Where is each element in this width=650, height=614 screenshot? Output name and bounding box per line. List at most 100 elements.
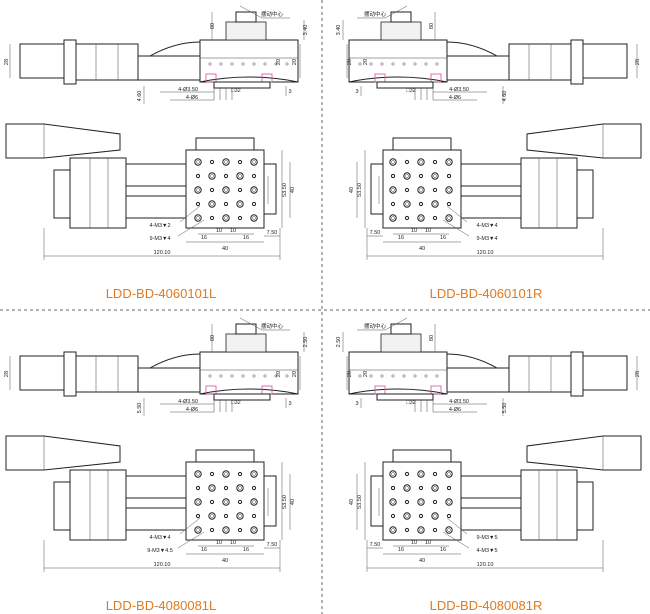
m3-hole <box>417 214 425 222</box>
housing-curve <box>149 353 201 369</box>
stage-hole <box>285 62 289 66</box>
motor-handle <box>526 435 642 471</box>
m3-hole-inner <box>433 202 437 206</box>
m3-hole-inner <box>391 216 395 220</box>
pin-hole <box>404 499 410 505</box>
dim-20-label: 20 <box>347 371 353 377</box>
m3-hole-inner <box>196 472 200 476</box>
pin-hole <box>195 513 201 519</box>
motor-cap <box>582 355 628 391</box>
dim-16a-label: 16 <box>440 235 446 241</box>
leader-m3-b <box>177 219 205 237</box>
m3-hole-inner <box>391 472 395 476</box>
dim-10a-label: 10 <box>425 228 431 234</box>
m3-hole-inner <box>433 514 437 518</box>
stage-foot <box>376 81 434 89</box>
leader-m3-b <box>177 531 205 549</box>
m3-hole-inner <box>447 160 451 164</box>
dim-40v-label: 40 <box>349 187 355 193</box>
dim-5350-label: 53.50 <box>357 183 363 197</box>
stage-block <box>199 39 299 83</box>
m3-hole <box>250 526 258 534</box>
stage-hole <box>424 62 428 66</box>
dim-20b-label: 20 <box>363 59 369 65</box>
dim-top-offset-label: 3.40 <box>336 25 342 36</box>
pin-hole <box>432 215 438 221</box>
leader-m3-b <box>442 531 470 549</box>
plan-stage-side <box>263 163 277 215</box>
stage-hole <box>285 374 289 378</box>
hole-dia-6-label: 4-Ø6 <box>449 407 461 413</box>
dim-16b-label: 16 <box>398 235 404 241</box>
stage-hole <box>252 62 256 66</box>
m3-hole <box>445 186 453 194</box>
motor-handle <box>5 435 121 471</box>
m3-hole <box>236 172 244 180</box>
m3-hole-inner <box>224 528 228 532</box>
m3-hole <box>222 498 230 506</box>
m3-hole <box>417 470 425 478</box>
swing-center-label: 摆动中心 <box>364 322 387 330</box>
hidden-thread <box>430 385 442 395</box>
dim-16a-label: 16 <box>201 547 207 553</box>
m3-hole-inner <box>252 188 256 192</box>
m3-hole-inner <box>196 160 200 164</box>
dim-10b-label: 10 <box>411 228 417 234</box>
plan-stage-top <box>195 137 255 151</box>
pin-hole <box>418 513 424 519</box>
m3-hole-inner <box>252 500 256 504</box>
pin-hole <box>418 201 424 207</box>
pin-hole <box>446 513 452 519</box>
dim-20-label: 20 <box>292 371 298 377</box>
m3-hole <box>208 200 216 208</box>
pin-hole <box>209 187 215 193</box>
dim-10b-label: 10 <box>230 540 236 546</box>
m3-hole-inner <box>391 160 395 164</box>
model-geometry-q3 <box>5 317 305 572</box>
stage-hole <box>274 62 278 66</box>
m3-hole <box>222 526 230 534</box>
plan-coupling-lower <box>125 507 187 531</box>
pin-hole <box>209 527 215 533</box>
m3-hole-inner <box>419 472 423 476</box>
dim-bottom-offset-label: 5.50 <box>137 403 143 414</box>
pin-hole <box>404 527 410 533</box>
leader-m3-a <box>179 517 201 535</box>
hidden-thread <box>205 385 217 395</box>
pin-hole <box>223 485 229 491</box>
pin-hole <box>446 201 452 207</box>
m3-hole-inner <box>447 472 451 476</box>
m3-hole <box>236 200 244 208</box>
motor-body <box>75 355 139 393</box>
motor-body <box>508 355 572 393</box>
belt-housing <box>446 55 510 81</box>
stage-pivot <box>390 323 412 335</box>
pin-hole <box>432 159 438 165</box>
stage-hole <box>391 374 395 378</box>
pin-hole <box>237 215 243 221</box>
plan-stage-side <box>263 475 277 527</box>
motor-body <box>75 43 139 81</box>
m3-hole-inner <box>238 486 242 490</box>
stage-foot <box>213 393 271 401</box>
dim-16a-label: 16 <box>201 235 207 241</box>
m3-hole-inner <box>447 216 451 220</box>
m3-hole-inner <box>419 528 423 532</box>
motor-flange <box>63 351 77 397</box>
motor-cap <box>19 355 65 391</box>
square-32-label: □32 <box>406 88 415 94</box>
pin-hole <box>237 159 243 165</box>
m3-hole <box>431 200 439 208</box>
dim-20b-label: 20 <box>276 371 282 377</box>
stage-pivot <box>390 11 412 23</box>
m3-hole-inner <box>252 472 256 476</box>
m3-hole <box>194 186 202 194</box>
stage-hole <box>219 374 223 378</box>
dim-12010-label: 120.10 <box>477 250 494 256</box>
dim-40h-label: 40 <box>222 246 228 252</box>
hidden-thread <box>205 73 217 83</box>
m3-hole <box>236 512 244 520</box>
m3-hole <box>236 484 244 492</box>
m3-hole <box>222 186 230 194</box>
